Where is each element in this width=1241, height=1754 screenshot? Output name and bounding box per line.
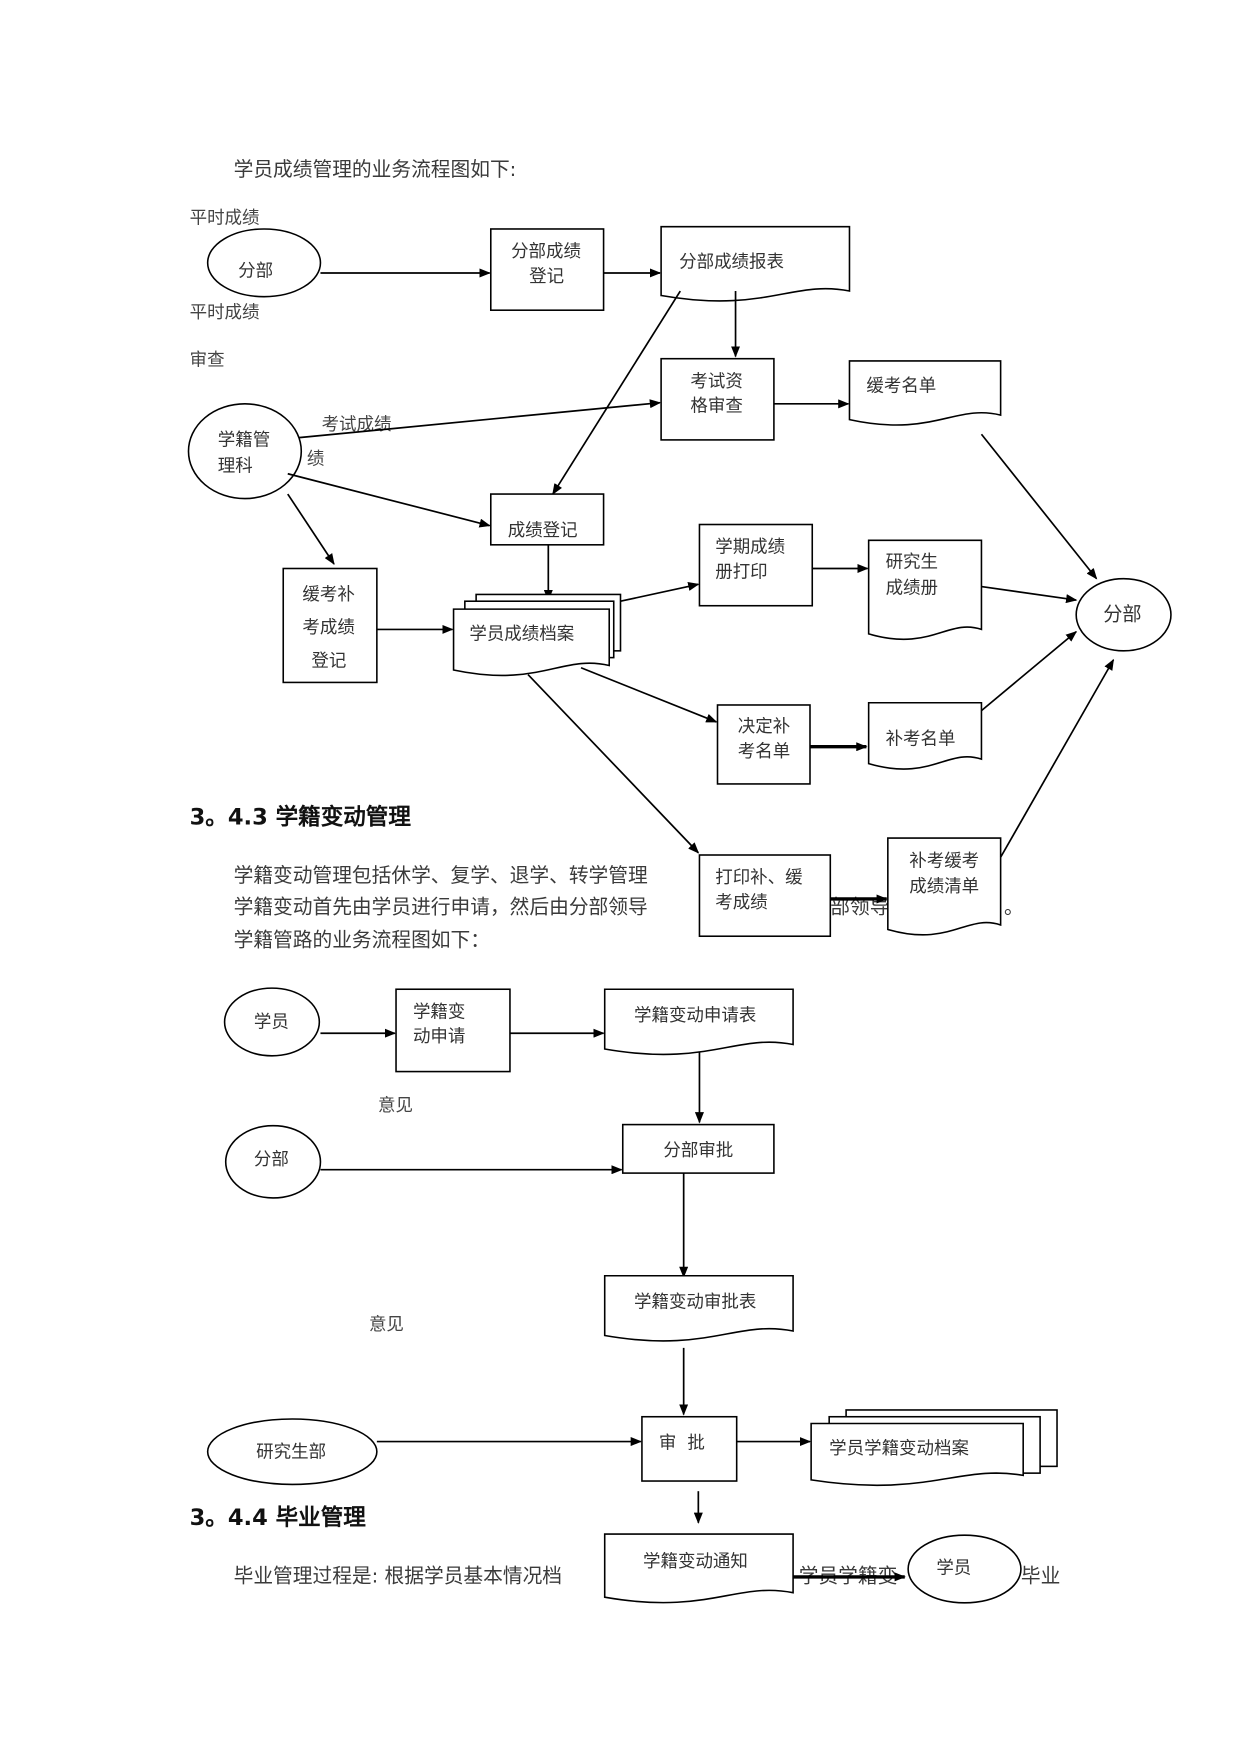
flow-arrow <box>552 290 681 496</box>
section-heading: 3。4.4 毕业管理 <box>190 1504 367 1531</box>
svg-text:学员学籍变动档案: 学员学籍变动档案 <box>829 1439 969 1459</box>
svg-text:分部: 分部 <box>254 1150 289 1170</box>
svg-text:学员: 学员 <box>254 1013 289 1033</box>
registry-office-ellipse: 学籍管 理科 <box>187 403 303 500</box>
flow-arrow <box>580 666 718 723</box>
svg-text:登记: 登记 <box>529 267 564 287</box>
grad-dept-ellipse: 研究生部 <box>206 1418 378 1486</box>
grad-score-book-doc: 研究生 成绩册 <box>867 539 983 641</box>
svg-text:补考缓考: 补考缓考 <box>909 851 979 871</box>
svg-text:学籍变动审批表: 学籍变动审批表 <box>634 1292 756 1312</box>
side-label: 平时成绩 <box>190 208 260 228</box>
intro-text: 学员成绩管理的业务流程图如下: <box>234 158 517 181</box>
branch-approve-box: 分部审批 <box>621 1123 775 1174</box>
flow-arrow <box>287 493 335 565</box>
svg-text:研究生: 研究生 <box>886 552 938 572</box>
edge-label: 意见 <box>378 1096 413 1116</box>
svg-text:考名单: 考名单 <box>738 742 790 762</box>
branch-ellipse-left: 分部 <box>206 228 322 298</box>
change-notice-doc: 学籍变动通知 <box>603 1533 794 1604</box>
side-label: 平时成绩 <box>190 303 260 323</box>
svg-text:打印补、缓: 打印补、缓 <box>715 868 803 888</box>
edge-label: 绩 <box>307 450 324 470</box>
svg-text:补考名单: 补考名单 <box>886 729 956 749</box>
svg-text:考成绩: 考成绩 <box>302 618 354 638</box>
svg-text:格审查: 格审查 <box>690 397 742 417</box>
flow-arrow <box>981 585 1078 604</box>
svg-text:学籍管: 学籍管 <box>218 431 270 451</box>
branch-ellipse-right: 分部 <box>1075 577 1172 652</box>
student-ellipse-end: 学员 <box>907 1534 1022 1604</box>
svg-text:学期成绩: 学期成绩 <box>715 538 785 558</box>
makeup-list-doc: 补考名单 <box>867 701 983 770</box>
term-print-box: 学期成绩 册打印 <box>698 523 814 607</box>
svg-text:学员成绩档案: 学员成绩档案 <box>469 625 574 645</box>
svg-text:学籍变动通知: 学籍变动通知 <box>643 1552 748 1572</box>
apply-box: 学籍变 动申请 <box>395 988 511 1073</box>
apply-form-doc: 学籍变动申请表 <box>603 988 794 1056</box>
svg-text:成绩清单: 成绩清单 <box>909 877 979 897</box>
svg-text:理科: 理科 <box>218 456 253 476</box>
side-label: 审查 <box>190 350 225 370</box>
svg-text:决定补: 决定补 <box>738 717 790 737</box>
svg-text:登记: 登记 <box>311 652 346 672</box>
svg-text:分部: 分部 <box>1103 602 1141 625</box>
svg-text:动申请: 动申请 <box>413 1027 465 1047</box>
flow-arrow <box>287 472 491 528</box>
change-archive-doc: 学员学籍变动档案 <box>810 1409 1058 1487</box>
section-heading: 3。4.3 学籍变动管理 <box>190 804 412 831</box>
paragraph-line: 部领导 <box>830 896 889 919</box>
makeup-detail-doc: 补考缓考 成绩清单 <box>887 837 1002 936</box>
score-register-box: 成绩登记 <box>489 493 605 546</box>
flow-arrow <box>980 630 1078 712</box>
paragraph-line: 学籍变动管理包括休学、复学、退学、转学管理 <box>234 864 648 887</box>
flow-arrow <box>999 658 1115 858</box>
exam-qualification-box: 考试资 格审查 <box>660 357 775 441</box>
makeup-register-box: 缓考补 考成绩 登记 <box>282 567 378 684</box>
svg-text:分部: 分部 <box>238 261 273 281</box>
svg-text:审 批: 审 批 <box>659 1433 705 1453</box>
student-ellipse: 学员 <box>223 987 321 1057</box>
svg-text:学籍变动申请表: 学籍变动申请表 <box>634 1006 756 1026</box>
branch-ellipse: 分部 <box>224 1124 322 1199</box>
flow-arrow <box>298 399 662 439</box>
svg-text:成绩册: 成绩册 <box>886 578 938 598</box>
svg-text:学员: 学员 <box>936 1559 971 1579</box>
flow-arrow <box>527 673 700 854</box>
paragraph-line: 学籍变动首先由学员进行申请，然后由分部领导 <box>234 896 648 919</box>
score-archive-doc: 学员成绩档案 <box>452 593 622 677</box>
deferred-list-doc: 缓考名单 <box>848 360 1002 426</box>
flow-arrow <box>980 433 1098 580</box>
approve-form-doc: 学籍变动审批表 <box>603 1274 794 1342</box>
paragraph-line: 。 <box>1004 896 1024 919</box>
decide-makeup-box: 决定补 考名单 <box>716 704 811 785</box>
svg-text:成绩登记: 成绩登记 <box>508 521 578 541</box>
print-makeup-box: 打印补、缓 考成绩 <box>698 854 832 938</box>
approve-box: 审 批 <box>641 1415 738 1482</box>
svg-text:学籍变: 学籍变 <box>413 1002 465 1022</box>
svg-text:册打印: 册打印 <box>715 563 767 583</box>
svg-text:研究生部: 研究生部 <box>256 1442 326 1462</box>
svg-text:分部审批: 分部审批 <box>663 1141 733 1161</box>
svg-text:考成绩: 考成绩 <box>715 893 767 913</box>
svg-text:缓考补: 缓考补 <box>302 585 354 605</box>
edge-label: 意见 <box>369 1315 404 1335</box>
paragraph-line: 学籍管路的业务流程图如下： <box>234 928 490 951</box>
paragraph-line: 毕业 <box>1021 1565 1060 1588</box>
svg-text:考试资: 考试资 <box>690 372 742 392</box>
paragraph-line: 毕业管理过程是: 根据学员基本情况档 <box>234 1565 562 1588</box>
flow-arrow <box>620 582 700 603</box>
svg-text:分部成绩: 分部成绩 <box>511 242 581 262</box>
branch-score-report-doc: 分部成绩报表 <box>660 225 851 302</box>
svg-text:分部成绩报表: 分部成绩报表 <box>679 252 784 272</box>
branch-score-register-box: 分部成绩 登记 <box>489 228 605 311</box>
svg-text:缓考名单: 缓考名单 <box>866 376 936 396</box>
